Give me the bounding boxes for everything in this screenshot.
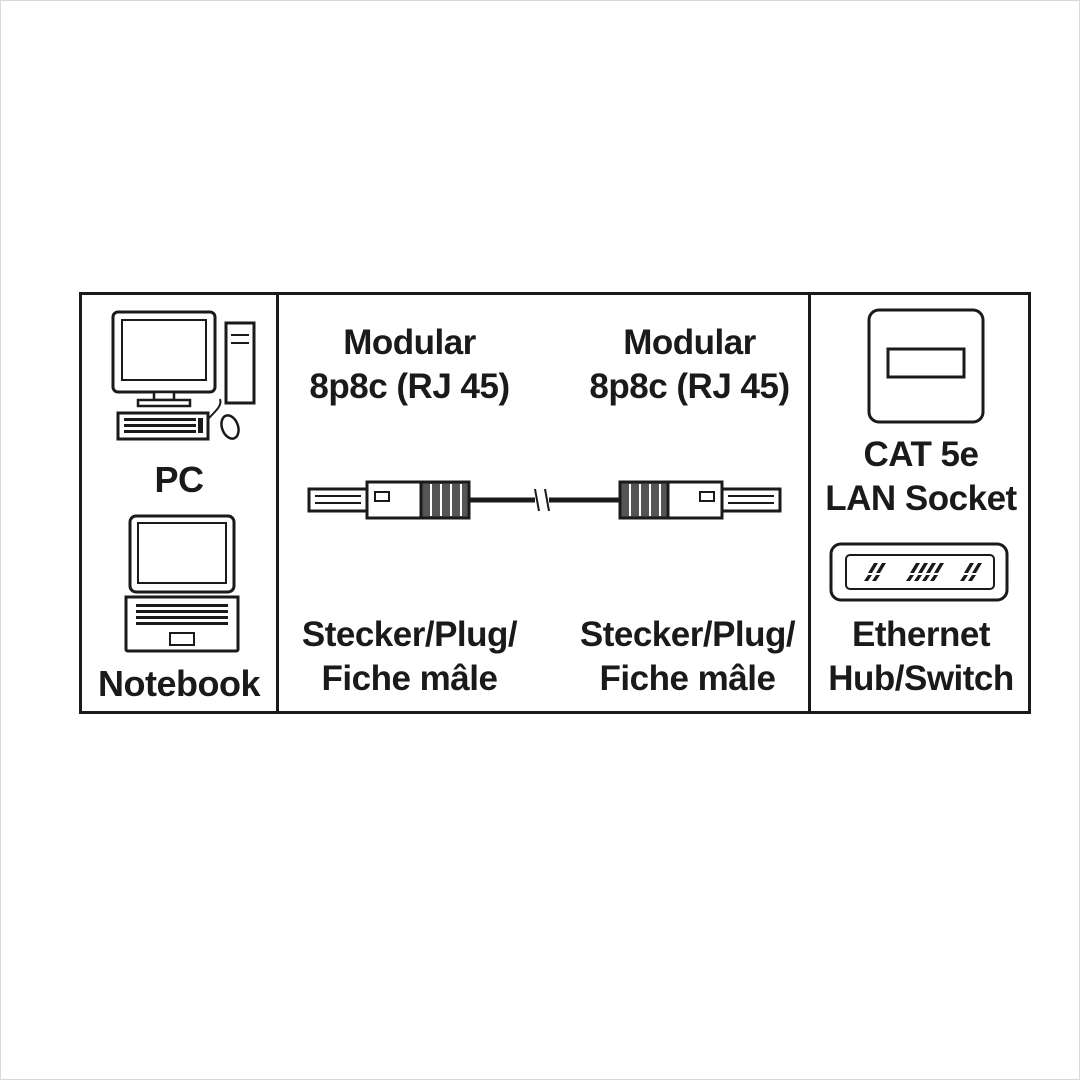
- ethernet-hub-line2: Hub/Switch: [828, 658, 1014, 698]
- ethernet-switch-icon: [829, 542, 1009, 602]
- rj45-cable-icon: [307, 480, 782, 520]
- column-divider-right: [808, 295, 811, 711]
- column-divider-left: [276, 295, 279, 711]
- lan-socket-line1: CAT 5e: [863, 435, 980, 474]
- left-plug-type-line1: Modular: [343, 323, 476, 362]
- ethernet-hub-line1: Ethernet: [852, 615, 990, 654]
- right-plug-type-line1: Modular: [623, 323, 756, 362]
- right-plug-name-line2: Fiche mâle: [599, 658, 776, 698]
- right-rj45-plug-icon: [618, 480, 782, 520]
- right-plug-type-line2: 8p8c (RJ 45): [589, 366, 790, 406]
- right-plug-type-label: Modular 8p8c (RJ 45): [577, 321, 802, 409]
- connection-diagram-panel: PC Notebook Modular 8p8c (RJ 45) Modular…: [79, 292, 1031, 714]
- lan-socket-icon: [867, 308, 985, 424]
- notebook-label: Notebook: [98, 663, 261, 704]
- left-plug-name-line2: Fiche mâle: [321, 658, 498, 698]
- left-rj45-plug-icon: [307, 480, 471, 520]
- desktop-pc-icon: [111, 310, 256, 441]
- left-plug-type-label: Modular 8p8c (RJ 45): [297, 321, 522, 409]
- lan-socket-label: CAT 5e LAN Socket: [811, 433, 1031, 521]
- right-plug-name-label: Stecker/Plug/ Fiche mâle: [570, 613, 805, 701]
- left-plug-name-label: Stecker/Plug/ Fiche mâle: [292, 613, 527, 701]
- left-plug-type-line2: 8p8c (RJ 45): [309, 366, 510, 406]
- lan-socket-line2: LAN Socket: [825, 478, 1017, 518]
- right-plug-name-line1: Stecker/Plug/: [579, 615, 796, 654]
- left-plug-name-line1: Stecker/Plug/: [301, 615, 518, 654]
- pc-label: PC: [154, 459, 204, 500]
- notebook-icon: [124, 514, 240, 653]
- ethernet-hub-label: Ethernet Hub/Switch: [811, 613, 1031, 701]
